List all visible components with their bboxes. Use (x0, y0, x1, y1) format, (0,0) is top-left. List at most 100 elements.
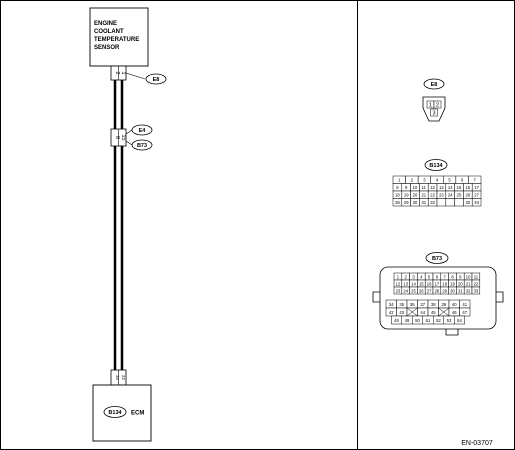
e8-face-cell (430, 108, 438, 117)
b73-face-pin-44: 44 (420, 310, 425, 315)
b134-face-pin-25: 25 (457, 193, 462, 198)
b73-face-pin-48: 48 (394, 318, 399, 323)
b73-face-blank-mark (406, 307, 418, 317)
b73-face-pin-15: 15 (419, 281, 424, 286)
b134-face-pin-8: 8 (396, 185, 399, 190)
b134-face-blank-cell (436, 198, 447, 207)
harness-wires (113, 66, 124, 370)
b73-face-pin-47: 47 (462, 310, 467, 315)
b73-face-pin-52: 52 (436, 318, 441, 323)
e8-pin-2: 2 (114, 71, 120, 74)
face-b134-tag: B134 (429, 163, 443, 169)
b134-face-pin-29: 29 (404, 200, 409, 205)
b134-face-blank-cell (445, 198, 455, 207)
e4-pin-15: 15 (120, 134, 126, 140)
b134-face-pin-27: 27 (474, 193, 479, 198)
b73-face-pin-50: 50 (415, 318, 420, 323)
b134-face-pin-18: 18 (395, 193, 400, 198)
b73-face-pin-45: 45 (431, 310, 436, 315)
b134-tag: B134 (108, 410, 122, 416)
b73-face-pin-53: 53 (447, 318, 452, 323)
ecm-label: ECM (131, 411, 144, 417)
b73-face-pin-28: 28 (435, 288, 440, 293)
b134-face-pin-32: 32 (430, 200, 435, 205)
b73-face-blank-mark (438, 307, 450, 317)
b73-face-pin-36: 36 (410, 302, 415, 307)
ecm-pin-22: 22 (121, 375, 126, 380)
b73-face-pin-7: 7 (444, 274, 447, 279)
b73-face-cell (454, 315, 465, 325)
e4-tag: E4 (139, 128, 147, 134)
b134-face-pin-11: 11 (422, 185, 427, 190)
b73-face-pin-12: 12 (396, 281, 401, 286)
b73-face-pin-13: 13 (403, 281, 408, 286)
ecm-pin-34: 34 (115, 375, 120, 380)
b134-face-pin-3: 3 (423, 178, 426, 183)
b73-face-cell (471, 286, 481, 295)
b73-face-pin-40: 40 (452, 302, 457, 307)
b73-face-pin-19: 19 (450, 281, 455, 286)
b73-face-pin-3: 3 (412, 274, 415, 279)
b73-face-pin-10: 10 (466, 274, 471, 279)
b134-face-pin-4: 4 (436, 178, 439, 183)
b73-face-pin-2: 2 (405, 274, 408, 279)
b73-face-pin-42: 42 (389, 310, 394, 315)
b134-face-pin-31: 31 (421, 200, 426, 205)
sensor-label-line-3: TEMPERATURE (94, 37, 139, 43)
sensor-label-line-1: ENGINE (94, 21, 117, 27)
b73-face-pin-26: 26 (419, 288, 424, 293)
b73-face-pin-37: 37 (420, 302, 425, 307)
b134-face-pin-30: 30 (413, 200, 418, 205)
b134-face-pin-6: 6 (461, 178, 464, 183)
b73-face-pin-35: 35 (399, 302, 404, 307)
e8-pin-1: 1 (120, 71, 126, 74)
b134-face-pin-10: 10 (413, 185, 418, 190)
b73-face-pin-23: 23 (396, 288, 401, 293)
ecm-unit: B134 ECM (92, 384, 152, 442)
b134-face-pin-15: 15 (457, 185, 462, 190)
b73-face-pin-20: 20 (458, 281, 463, 286)
b134-face-pin-34: 34 (474, 200, 479, 205)
b134-face-pin-28: 28 (395, 200, 400, 205)
b134-face-pin-24: 24 (448, 193, 453, 198)
b134-face-pin-22: 22 (430, 193, 435, 198)
e8-face-pin-3: 3 (432, 111, 435, 117)
b73-face-pin-11: 11 (474, 274, 479, 279)
reference-code: EN-03707 (461, 440, 493, 447)
b134-face-pin-12: 12 (430, 185, 435, 190)
b134-face-pin-19: 19 (404, 193, 409, 198)
b73-face-pin-17: 17 (435, 281, 440, 286)
b73-face-pin-21: 21 (466, 281, 471, 286)
b134-face-pin-21: 21 (421, 193, 426, 198)
b73-face-pin-6: 6 (436, 274, 439, 279)
b73-face-pin-41: 41 (462, 302, 467, 307)
b73-face-pin-9: 9 (459, 274, 462, 279)
b134-face-pin-13: 13 (439, 185, 444, 190)
b73-face-pin-49: 49 (405, 318, 410, 323)
b134-face-pin-7: 7 (474, 178, 477, 183)
b73-tag: B73 (137, 143, 147, 149)
e8-face-cell (433, 100, 442, 109)
b134-face-blank-cell (454, 198, 464, 207)
b134-face-pin-16: 16 (465, 185, 470, 190)
b134-face-pin-23: 23 (439, 193, 444, 198)
b73-face-pin-1: 1 (397, 274, 400, 279)
b73-face-pin-31: 31 (458, 288, 463, 293)
e8-tag: E8 (153, 77, 160, 83)
b73-face-pin-16: 16 (427, 281, 432, 286)
b134-face-pin-17: 17 (474, 185, 479, 190)
b73-face-pin-32: 32 (466, 288, 471, 293)
connector-e4-b73: 8 15 E4 B73 (110, 124, 153, 151)
b73-face-pin-8: 8 (451, 274, 454, 279)
b134-face-pin-9: 9 (405, 185, 408, 190)
b73-face-pin-38: 38 (431, 302, 436, 307)
b134-face-pin-14: 14 (448, 185, 453, 190)
b73-face-pin-34: 34 (389, 302, 394, 307)
b73-face-pin-24: 24 (403, 288, 408, 293)
b73-face-pin-46: 46 (452, 310, 457, 315)
b73-face-pin-30: 30 (450, 288, 455, 293)
connector-b134-on-ecm: 34 22 (110, 369, 127, 386)
